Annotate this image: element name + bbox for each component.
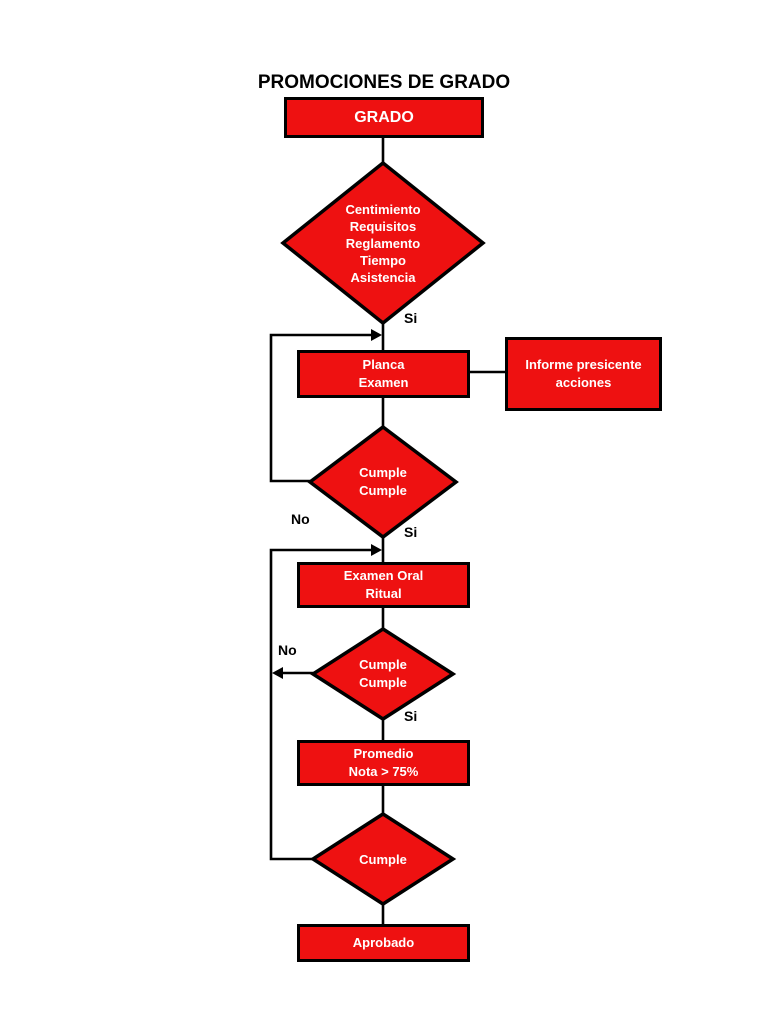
node-planca-line2: Examen xyxy=(358,375,409,390)
node-aprobado-label: Aprobado xyxy=(352,935,415,950)
node-informe-line2: acciones xyxy=(555,375,612,390)
loop-no1-path xyxy=(269,333,371,483)
node-examen-oral: Examen Oral Ritual xyxy=(297,562,470,608)
loop-no1-arrowhead xyxy=(371,329,382,341)
decision-requisitos-shape xyxy=(280,160,486,326)
node-promedio-line2: Nota > 75% xyxy=(348,764,419,779)
node-examen-line2: Ritual xyxy=(365,586,402,601)
node-planca-examen: Planca Examen xyxy=(297,350,470,398)
decision-cumple2-shape xyxy=(309,626,457,722)
node-informe: Informe presicente acciones xyxy=(505,337,662,411)
edge-label-no-1: No xyxy=(291,511,310,527)
decision-cumple1-shape xyxy=(307,424,459,540)
node-planca-line1: Planca xyxy=(362,357,405,372)
edge-label-si-3: Si xyxy=(404,708,418,724)
loop-no2-arrowhead xyxy=(371,544,382,556)
edge-label-no-2: No xyxy=(278,642,297,658)
node-aprobado: Aprobado xyxy=(297,924,470,962)
decision-cumple3-shape xyxy=(309,811,457,907)
loop-no2-path xyxy=(269,548,371,861)
edge-label-si-2: Si xyxy=(404,524,418,540)
node-examen-line1: Examen Oral xyxy=(343,568,424,583)
node-promedio: Promedio Nota > 75% xyxy=(297,740,470,786)
node-grado-label: GRADO xyxy=(354,108,414,126)
node-grado: GRADO xyxy=(284,97,484,138)
edge-label-si-1: Si xyxy=(404,310,418,326)
page-title: PROMOCIONES DE GRADO xyxy=(257,72,511,93)
node-promedio-line1: Promedio xyxy=(353,746,414,761)
node-informe-line1: Informe presicente xyxy=(525,357,642,372)
no2-branch-arrowhead xyxy=(272,667,283,679)
